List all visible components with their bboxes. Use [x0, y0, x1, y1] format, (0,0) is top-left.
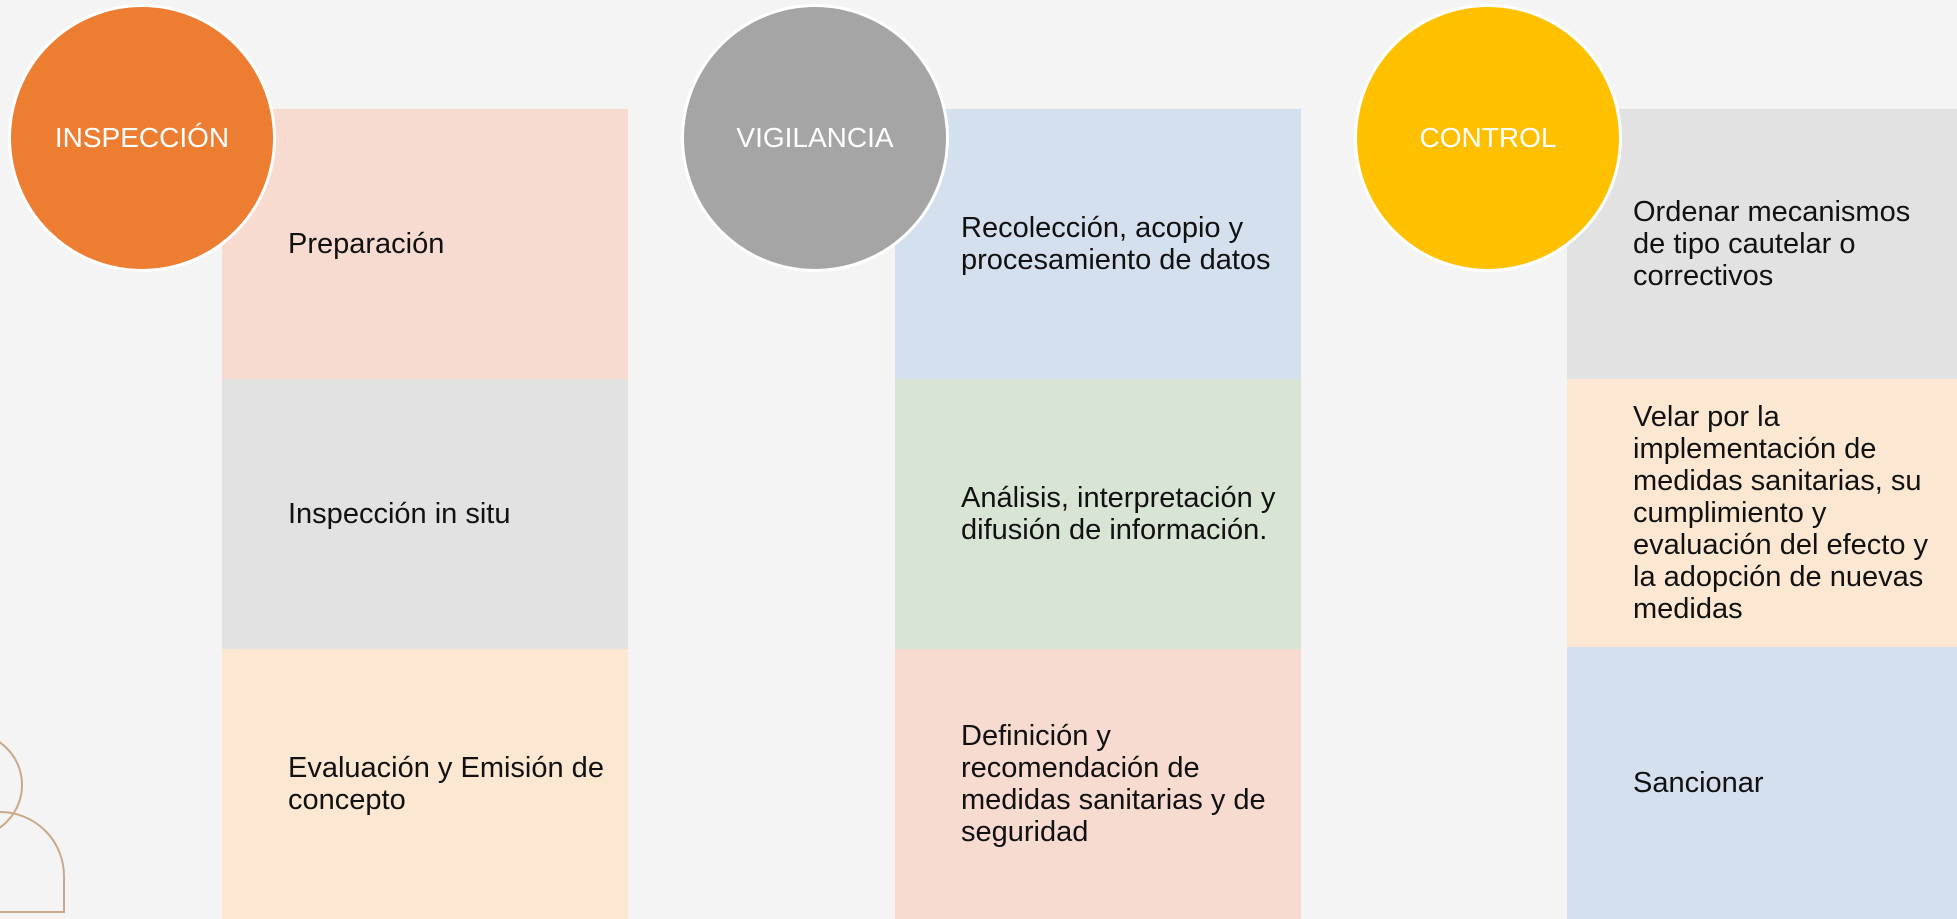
inspeccion-circle: INSPECCIÓN: [8, 4, 276, 272]
vigilancia-title: VIGILANCIA: [736, 122, 894, 153]
inspeccion-title: INSPECCIÓN: [54, 122, 230, 153]
step-label: Inspección in situ: [288, 498, 511, 530]
step-label: Definición y recomendación de medidas sa…: [961, 720, 1266, 848]
step-definicion: Definición y recomendación de medidas sa…: [895, 649, 1301, 919]
step-label: Ordenar mecanismos de tipo cautelar o co…: [1633, 196, 1911, 292]
step-label: Sancionar: [1633, 767, 1764, 799]
step-label: Evaluación y Emisión de concepto: [288, 752, 604, 816]
step-analisis: Análisis, interpretación y difusión de i…: [895, 379, 1301, 649]
step-velar: Velar por la implementación de medidas s…: [1567, 379, 1957, 647]
step-inspeccion-in-situ: Inspección in situ: [222, 379, 628, 649]
control-circle: CONTROL: [1354, 4, 1622, 272]
step-label: Análisis, interpretación y difusión de i…: [961, 482, 1276, 546]
step-recoleccion: Recolección, acopio y procesamiento de d…: [895, 109, 1301, 379]
step-sancionar: Sancionar: [1567, 647, 1957, 919]
step-label: Velar por la implementación de medidas s…: [1633, 401, 1929, 625]
step-label: Recolección, acopio y procesamiento de d…: [961, 212, 1271, 276]
vigilancia-circle: VIGILANCIA: [681, 4, 949, 272]
step-label: Preparación: [288, 228, 445, 260]
control-title: CONTROL: [1419, 122, 1557, 153]
decorative-outline-shapes: [0, 741, 65, 913]
step-preparacion: Preparación: [222, 109, 628, 379]
step-evaluacion-emision: Evaluación y Emisión de concepto: [222, 649, 628, 919]
step-ordenar: Ordenar mecanismos de tipo cautelar o co…: [1567, 109, 1957, 379]
